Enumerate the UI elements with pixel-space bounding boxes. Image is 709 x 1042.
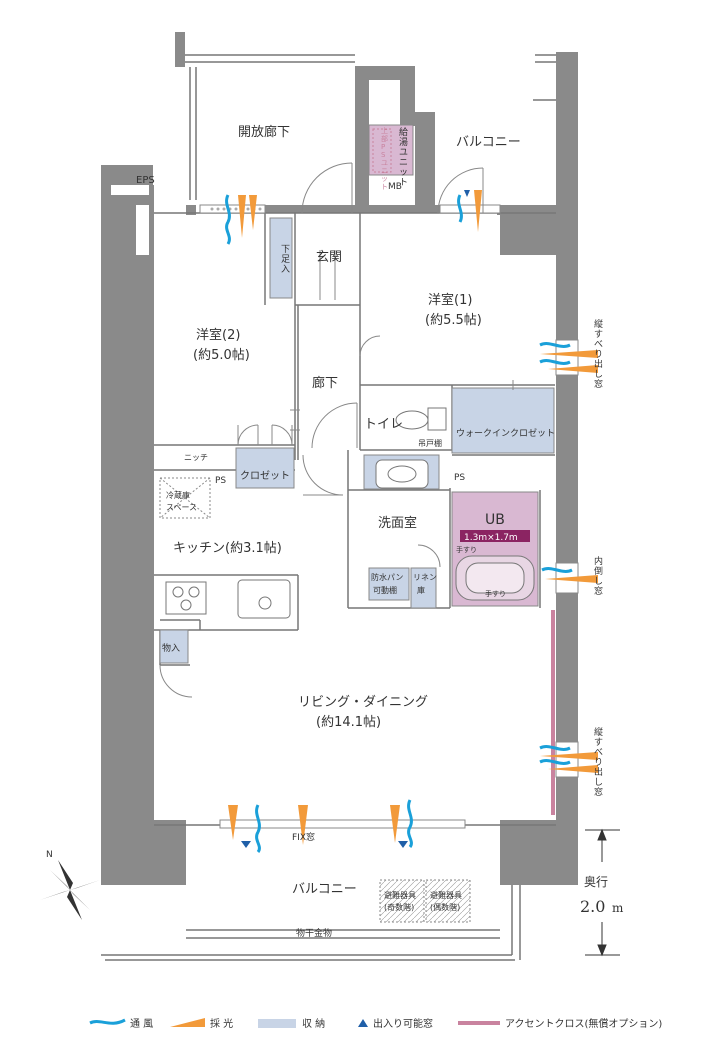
daylight-arrows: [228, 190, 598, 845]
door-window-markers: [241, 190, 470, 848]
closet-label: クロゼット: [240, 470, 290, 482]
depth-marker: [585, 828, 620, 957]
shoe-box-label: 下足入: [281, 245, 290, 275]
eps-label: EPS: [136, 175, 155, 186]
ub-label: UB: [485, 512, 505, 528]
door-swings: [159, 162, 484, 698]
legend-symbols: [89, 1018, 500, 1028]
ub-size-label: 1.3m×1.7m: [464, 533, 518, 543]
window-slide-label: 縦すべり出し窓: [594, 318, 603, 390]
window-inward-label: 内倒し窓: [594, 555, 603, 597]
fridge-space: [159, 477, 211, 519]
storage-label: 物入: [162, 642, 180, 654]
legend-ventilation: 通 風: [130, 1018, 153, 1030]
legend-accent: アクセントクロス(無償オプション): [505, 1017, 662, 1030]
svg-text:N: N: [46, 850, 53, 860]
unit-bath: [451, 491, 539, 607]
legend-daylight: 採 光: [210, 1017, 233, 1030]
western1-size: (約5.5帖): [425, 313, 482, 328]
escape-hatches: [379, 879, 471, 923]
window-slide-label-2: 縦すべり出し窓: [594, 726, 603, 798]
living-name: リビング・ダイニング: [298, 695, 428, 710]
western2-size: (約5.0帖): [193, 348, 250, 363]
handrail1-label: 手すり: [456, 545, 477, 554]
mb-label: MB: [388, 182, 402, 192]
legend-storage: 収 納: [302, 1017, 325, 1030]
kitchen-label: キッチン(約3.1帖): [173, 541, 282, 556]
compass-icon: N: [40, 850, 100, 920]
laundry-label: 物干金物: [296, 927, 332, 939]
water-heater-label: 給湯ユニット: [399, 126, 408, 188]
western1-name: 洋室(1): [428, 292, 472, 308]
handrail2-label: 手すり: [485, 589, 506, 598]
western2-name: 洋室(2): [196, 327, 240, 343]
hallway-label: 廊下: [312, 375, 338, 391]
closet-doors: [237, 424, 293, 446]
storage-icon: [258, 1019, 296, 1028]
door-window-icon: [358, 1019, 368, 1027]
escape2-line2: (偶数階): [430, 902, 460, 912]
corridor-label: 開放廊下: [238, 124, 290, 140]
accent-icon: [458, 1021, 500, 1025]
linen-line2: 庫: [417, 585, 425, 595]
balcony-top-label: バルコニー: [456, 135, 521, 150]
ps2-label: PS: [454, 473, 465, 483]
waterpan-line2: 可動棚: [373, 585, 397, 595]
niche-label: ニッチ: [184, 453, 208, 462]
washroom-label: 洗面室: [378, 515, 417, 531]
kitchen-fixtures: [165, 579, 291, 619]
escape1-line2: (奇数階): [384, 902, 414, 912]
ventilation-arrows: [225, 194, 573, 853]
living-size: (約14.1帖): [316, 715, 381, 730]
linen-line1: リネン: [413, 573, 437, 582]
water-heater: [368, 124, 414, 176]
daylight-icon: [170, 1018, 205, 1027]
balcony-bottom-label: バルコニー: [292, 882, 357, 897]
ps1-label: PS: [215, 476, 226, 486]
escape1-line1: 避難器具: [384, 890, 416, 900]
depth-unit: m: [612, 901, 624, 915]
legend-door-window: 出入り可能窓: [373, 1017, 433, 1030]
hallway-marks: [290, 380, 514, 431]
walkin-label: ウォークインクロゼット: [456, 427, 555, 439]
fridge-line1: 冷蔵庫: [166, 490, 190, 500]
toilet-shelf-label: 吊戸棚: [418, 438, 442, 448]
waterpan-line1: 防水パン: [371, 572, 403, 582]
toilet-fixtures: [375, 407, 447, 489]
ventilation-icon: [89, 1018, 126, 1025]
escape2-line1: 避難器具: [430, 890, 462, 900]
fix-window-label: FIX窓: [292, 831, 315, 843]
accent-wall: [551, 610, 555, 815]
toilet-label: トイレ: [364, 417, 403, 432]
fridge-line2: スペース: [166, 503, 197, 512]
entrance-label: 玄関: [316, 250, 342, 265]
walls: [101, 32, 578, 885]
depth-label: 奥行: [584, 875, 608, 889]
depth-value: 2.0: [580, 897, 605, 916]
